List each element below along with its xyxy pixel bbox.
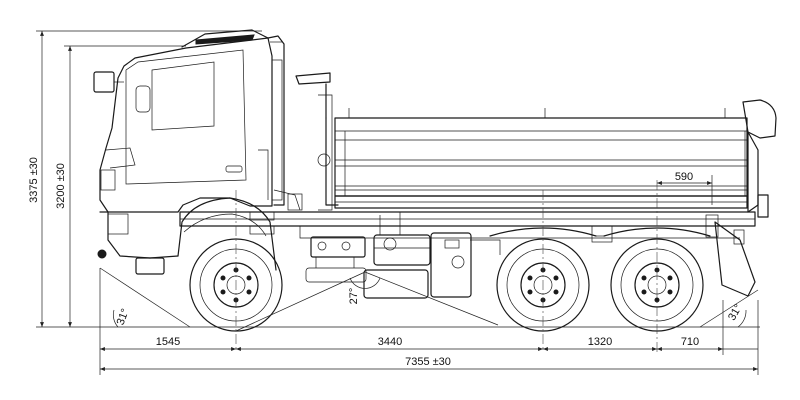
cab [93, 29, 303, 275]
overall-length-label: 7355 ±30 [405, 356, 451, 368]
rear-underrun [705, 214, 756, 297]
chassis-frame [179, 211, 756, 239]
axle-spacing-label: 1320 [588, 336, 612, 348]
dump-body [295, 72, 777, 218]
truck [93, 29, 777, 352]
cab-height-label: 3200 ±30 [55, 163, 67, 209]
chassis-components [305, 212, 501, 299]
total-height-label: 3375 ±30 [28, 157, 40, 203]
body-extension-label: 590 [675, 171, 693, 183]
departure-angle-label: 31° [726, 302, 745, 322]
rear-overhang-label: 710 [681, 336, 699, 348]
ramp-angle-label: 27° [348, 288, 360, 305]
front-overhang-label: 1545 [156, 336, 180, 348]
dimension-lines [36, 30, 759, 375]
wheelbase-label: 3440 [378, 336, 402, 348]
approach-angle-label: 31° [115, 307, 132, 327]
rear-fenders [489, 225, 711, 243]
